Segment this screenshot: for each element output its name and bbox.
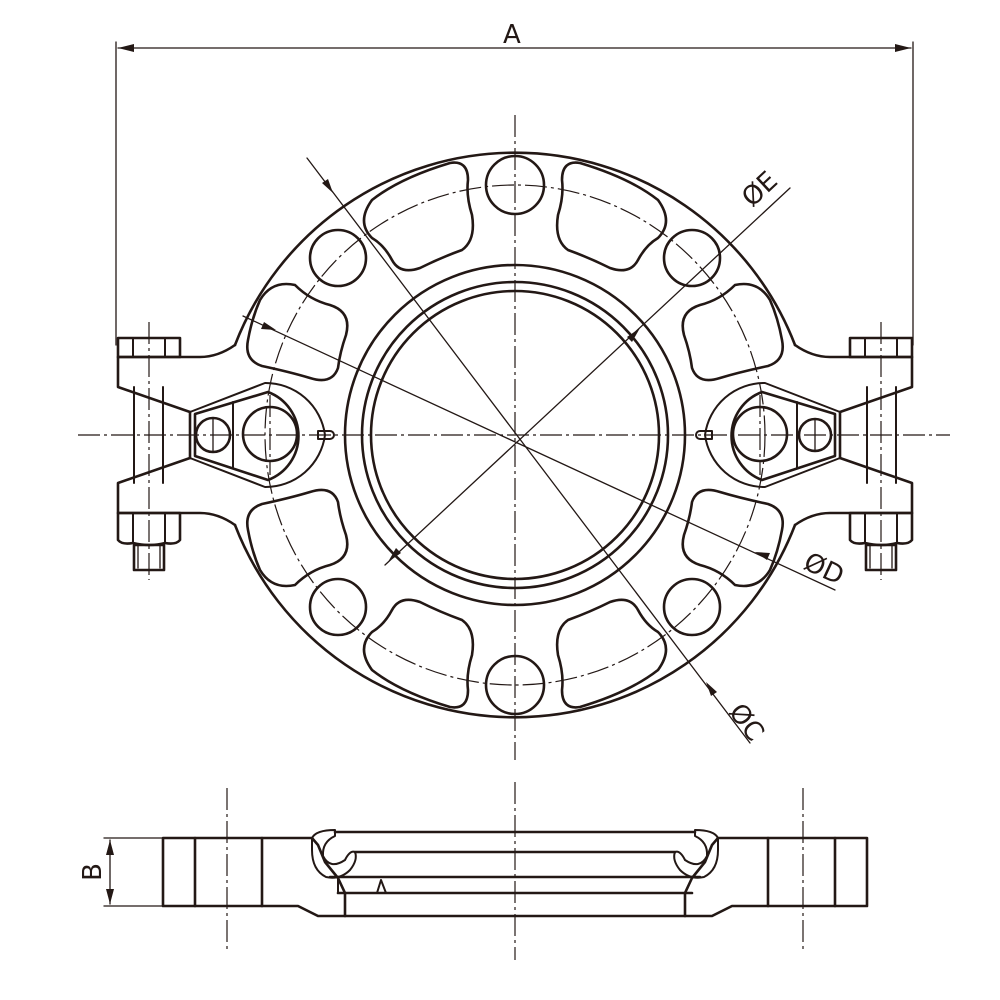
dimension-b-label: B [78,863,108,881]
bolt-hole [308,228,368,288]
dimension-e: ØE [384,166,791,566]
bolt-hole [484,154,546,216]
bolt-hole [308,577,368,637]
dimension-e-label: ØE [736,166,783,213]
right-hinge [695,381,841,489]
dimension-c-label: ØC [722,698,769,747]
left-hinge [189,381,335,489]
dimension-b: B [78,837,164,907]
right-bolt [848,322,914,580]
bolt-hole [484,654,546,716]
bolt-hole [662,228,722,288]
bolt-holes [308,154,722,716]
dimension-d: ØD [242,315,848,591]
plan-centerlines [78,115,950,760]
lightening-slots [246,161,784,709]
bolt-hole [662,577,722,637]
bore-rings [343,263,687,607]
left-bolt [116,322,182,580]
dimension-a: A [115,20,914,346]
section-view: B [78,782,869,960]
dimension-a-label: A [503,20,521,50]
dimension-d-label: ØD [799,547,848,591]
